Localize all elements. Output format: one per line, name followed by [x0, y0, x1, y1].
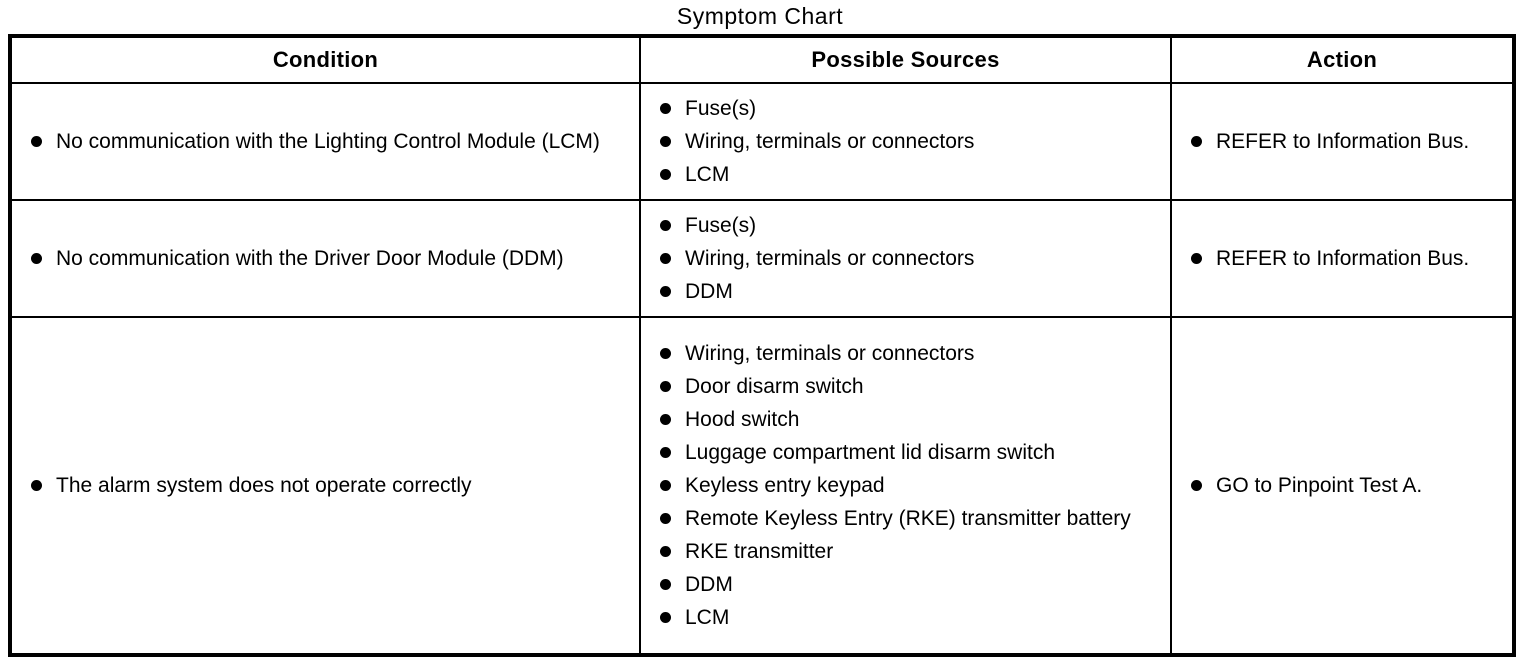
bullet-icon	[660, 348, 671, 359]
bullet-item: Wiring, terminals or connectors	[660, 125, 1158, 158]
bullet-icon	[660, 513, 671, 524]
bullet-text: Luggage compartment lid disarm switch	[685, 441, 1056, 464]
bullet-item: Luggage compartment lid disarm switch	[660, 436, 1158, 469]
bullet-icon	[660, 546, 671, 557]
table-row: No communication with the Driver Door Mo…	[9, 199, 1515, 318]
bullet-text: Wiring, terminals or connectors	[685, 247, 975, 270]
table-row: The alarm system does not operate correc…	[9, 316, 1515, 656]
bullet-icon	[660, 381, 671, 392]
bullet-item: LCM	[660, 601, 1158, 634]
symptom-chart-table: Condition Possible Sources Action No com…	[8, 34, 1516, 657]
bullet-text: Keyless entry keypad	[685, 474, 885, 497]
bullet-list: REFER to Information Bus.	[1172, 125, 1512, 158]
bullet-icon	[31, 480, 42, 491]
bullet-icon	[660, 103, 671, 114]
bullet-item: LCM	[660, 158, 1158, 191]
bullet-text: LCM	[685, 163, 730, 186]
bullet-text: Fuse(s)	[685, 214, 757, 237]
bullet-item: Remote Keyless Entry (RKE) transmitter b…	[660, 502, 1158, 535]
bullet-item: Hood switch	[660, 403, 1158, 436]
bullet-icon	[660, 612, 671, 623]
action-cell: GO to Pinpoint Test A.	[1170, 316, 1515, 656]
bullet-item: REFER to Information Bus.	[1191, 125, 1500, 158]
bullet-icon	[31, 253, 42, 264]
bullet-text: REFER to Information Bus.	[1216, 130, 1470, 153]
bullet-item: Wiring, terminals or connectors	[660, 242, 1158, 275]
page-title: Symptom Chart	[676, 3, 844, 29]
action-cell: REFER to Information Bus.	[1170, 82, 1515, 201]
table-header: Condition Possible Sources Action	[9, 35, 1515, 84]
bullet-icon	[660, 136, 671, 147]
bullet-text: Wiring, terminals or connectors	[685, 342, 975, 365]
bullet-text: Hood switch	[685, 408, 800, 431]
bullet-item: DDM	[660, 568, 1158, 601]
bullet-text: No communication with the Driver Door Mo…	[56, 247, 564, 270]
bullet-text: RKE transmitter	[685, 540, 834, 563]
bullet-item: Wiring, terminals or connectors	[660, 337, 1158, 370]
bullet-icon	[660, 169, 671, 180]
bullet-icon	[31, 136, 42, 147]
column-header-condition: Condition	[9, 35, 641, 84]
bullet-icon	[1191, 253, 1202, 264]
bullet-item: Keyless entry keypad	[660, 469, 1158, 502]
bullet-icon	[660, 579, 671, 590]
bullet-icon	[1191, 136, 1202, 147]
bullet-icon	[660, 286, 671, 297]
bullet-list: The alarm system does not operate correc…	[12, 469, 639, 502]
bullet-icon	[660, 414, 671, 425]
bullet-item: DDM	[660, 275, 1158, 308]
bullet-item: REFER to Information Bus.	[1191, 242, 1500, 275]
bullet-icon	[660, 447, 671, 458]
condition-cell: No communication with the Driver Door Mo…	[9, 199, 641, 318]
bullet-icon	[660, 480, 671, 491]
column-header-action: Action	[1170, 35, 1515, 84]
bullet-text: DDM	[685, 573, 733, 596]
bullet-icon	[660, 253, 671, 264]
bullet-item: GO to Pinpoint Test A.	[1191, 469, 1500, 502]
condition-cell: No communication with the Lighting Contr…	[9, 82, 641, 201]
bullet-item: RKE transmitter	[660, 535, 1158, 568]
bullet-item: The alarm system does not operate correc…	[31, 469, 627, 502]
bullet-text: Door disarm switch	[685, 375, 864, 398]
bullet-item: No communication with the Lighting Contr…	[31, 125, 627, 158]
bullet-text: DDM	[685, 280, 733, 303]
bullet-item: Fuse(s)	[660, 92, 1158, 125]
bullet-list: REFER to Information Bus.	[1172, 242, 1512, 275]
bullet-item: Fuse(s)	[660, 209, 1158, 242]
bullet-icon	[1191, 480, 1202, 491]
condition-cell: The alarm system does not operate correc…	[9, 316, 641, 656]
bullet-text: Fuse(s)	[685, 97, 757, 120]
bullet-text: Remote Keyless Entry (RKE) transmitter b…	[685, 507, 1131, 530]
bullet-text: Wiring, terminals or connectors	[685, 130, 975, 153]
column-header-possible-sources: Possible Sources	[639, 35, 1172, 84]
bullet-text: LCM	[685, 606, 730, 629]
bullet-list: No communication with the Lighting Contr…	[12, 125, 639, 158]
table-row: No communication with the Lighting Contr…	[9, 82, 1515, 201]
bullet-list: GO to Pinpoint Test A.	[1172, 469, 1512, 502]
bullet-icon	[660, 220, 671, 231]
bullet-list: No communication with the Driver Door Mo…	[12, 242, 639, 275]
header-row: Condition Possible Sources Action	[9, 35, 1515, 84]
bullet-text: REFER to Information Bus.	[1216, 247, 1470, 270]
bullet-item: Door disarm switch	[660, 370, 1158, 403]
symptom-table-body: No communication with the Lighting Contr…	[9, 82, 1515, 656]
bullet-text: The alarm system does not operate correc…	[56, 474, 472, 497]
bullet-text: GO to Pinpoint Test A.	[1216, 474, 1423, 497]
bullet-item: No communication with the Driver Door Mo…	[31, 242, 627, 275]
action-cell: REFER to Information Bus.	[1170, 199, 1515, 318]
bullet-text: No communication with the Lighting Contr…	[56, 130, 600, 153]
